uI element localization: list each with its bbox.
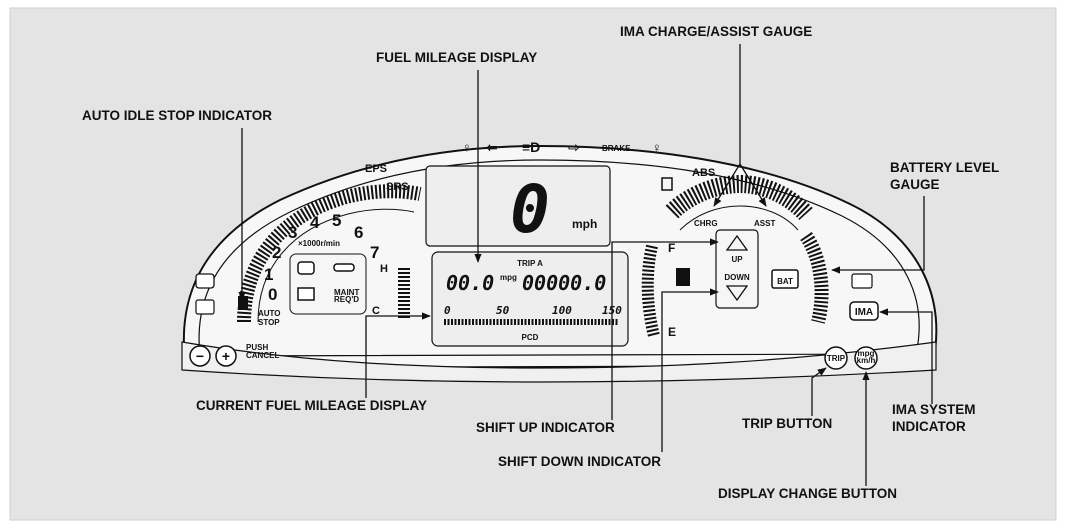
svg-text:−: − — [196, 348, 204, 364]
auto-stop-label-2: STOP — [258, 318, 280, 327]
maint-label-2: REQ'D — [334, 295, 359, 304]
callout-ima-system-indicator-2: INDICATOR — [892, 419, 966, 434]
speed-value: 0 — [510, 171, 550, 248]
battery-level-gauge: BAT — [771, 231, 829, 324]
tach-number-7: 7 — [370, 243, 379, 262]
seatbelt-icon: ♀ — [462, 140, 472, 155]
speed-unit: mph — [572, 217, 597, 231]
tach-number-1: 1 — [264, 265, 273, 284]
callout-battery-level-gauge-2: GAUGE — [890, 177, 940, 192]
ima-indicator-icon — [849, 301, 879, 321]
shift-indicator-box: UP DOWN — [715, 229, 759, 309]
mileage-unit: mpg — [500, 273, 517, 282]
scale-50: 50 — [496, 304, 510, 317]
shift-down-arrow-icon — [725, 285, 749, 302]
temp-c-label: C — [372, 305, 380, 317]
callout-battery-level-gauge-1: BATTERY LEVEL — [890, 160, 999, 175]
left-blank-indicator — [195, 299, 215, 315]
multi-info-lcd: TRIP A 00.0 mpg 00000.0 0 50 100 150 PCD — [431, 251, 629, 347]
scale-0: 0 — [444, 304, 451, 317]
headlight-icon: ≡D — [522, 139, 540, 155]
callout-shift-up-indicator: SHIFT UP INDICATOR — [476, 420, 615, 435]
callout-shift-down-indicator: SHIFT DOWN INDICATOR — [498, 454, 661, 469]
tach-number-4: 4 — [310, 213, 320, 232]
tach-number-5: 5 — [332, 211, 341, 230]
push-cancel-label-2: CANCEL — [246, 351, 279, 360]
odometer-value: 00000.0 — [522, 271, 606, 295]
chrg-label: CHRG — [694, 219, 718, 228]
trip-button[interactable]: TRIP — [824, 346, 848, 370]
speed-display-box — [425, 165, 611, 247]
fuel-gauge: F E — [641, 241, 690, 339]
turn-right-icon: ⇨ — [568, 139, 580, 155]
maint-label-1: MAINT — [334, 288, 359, 297]
ima-indicator-label: IMA — [855, 307, 873, 318]
turn-left-icon: ⇦ — [486, 139, 498, 155]
brake-label: BRAKE — [602, 144, 631, 153]
tach-number-0: 0 — [268, 285, 277, 304]
right-blank-indicator — [851, 273, 873, 289]
callout-ima-charge-assist-gauge: IMA CHARGE/ASSIST GAUGE — [620, 24, 812, 39]
charging-system-icon — [297, 287, 315, 301]
trip-label: TRIP A — [517, 259, 543, 268]
leader-lines — [238, 44, 933, 486]
pcd-label: PCD — [522, 333, 539, 342]
callout-trip-button: TRIP BUTTON — [742, 416, 832, 431]
fuel-e-label: E — [668, 325, 676, 339]
svg-text:+: + — [222, 348, 230, 364]
callout-display-change-button: DISPLAY CHANGE BUTTON — [718, 486, 897, 501]
abs-label: ABS — [692, 167, 715, 179]
eps-label: EPS — [365, 163, 387, 175]
mileage-value: 00.0 — [446, 271, 494, 295]
push-cancel-label-1: PUSH — [246, 343, 268, 352]
cruise-plus-button[interactable]: + — [215, 345, 237, 367]
asst-label: ASST — [754, 219, 775, 228]
cruise-minus-button[interactable]: − — [189, 345, 211, 367]
tach-unit: ×1000r/min — [298, 239, 340, 248]
svg-text:mpg: mpg — [858, 349, 875, 358]
tach-number-2: 2 — [272, 243, 281, 262]
shift-down-label: DOWN — [724, 273, 750, 282]
tach-number-3: 3 — [288, 223, 297, 242]
callout-current-fuel-mileage-display: CURRENT FUEL MILEAGE DISPLAY — [196, 398, 427, 413]
bat-icon — [771, 269, 799, 289]
auto-stop-label-1: AUTO — [258, 309, 281, 318]
oil-pressure-icon — [333, 263, 355, 272]
auto-idle-stop-marker — [238, 296, 248, 310]
tach-number-6: 6 — [354, 223, 363, 242]
seatbelt-passenger-icon: ♀ — [652, 140, 662, 155]
ima-charge-assist-gauge: CHRG ASST — [665, 174, 813, 231]
callout-ima-system-indicator-1: IMA SYSTEM — [892, 402, 976, 417]
shift-up-label: UP — [731, 255, 743, 264]
svg-text:TRIP: TRIP — [827, 354, 846, 363]
callout-auto-idle-stop-indicator: AUTO IDLE STOP INDICATOR — [82, 108, 272, 123]
callout-fuel-mileage-display: FUEL MILEAGE DISPLAY — [376, 50, 537, 65]
warning-icon-strip: ♀ ⇦ ≡D ⇨ BRAKE ♀ EPS SRS ABS — [365, 139, 715, 193]
shift-up-arrow-icon — [725, 234, 749, 251]
display-change-button[interactable]: mpg km/h — [854, 346, 878, 370]
bat-label: BAT — [777, 277, 793, 286]
scale-100: 100 — [552, 304, 572, 317]
svg-text:km/h: km/h — [857, 356, 876, 365]
fuel-f-label: F — [668, 241, 675, 255]
fuel-warning-icon — [661, 177, 673, 191]
tachometer: 0 1 2 3 4 5 6 7 ×1000r/min AUTO STOP MAI… — [237, 184, 422, 327]
temp-h-label: H — [380, 263, 388, 275]
check-engine-icon — [297, 261, 315, 275]
fuel-pump-icon — [676, 268, 690, 286]
key-icon — [195, 273, 215, 289]
